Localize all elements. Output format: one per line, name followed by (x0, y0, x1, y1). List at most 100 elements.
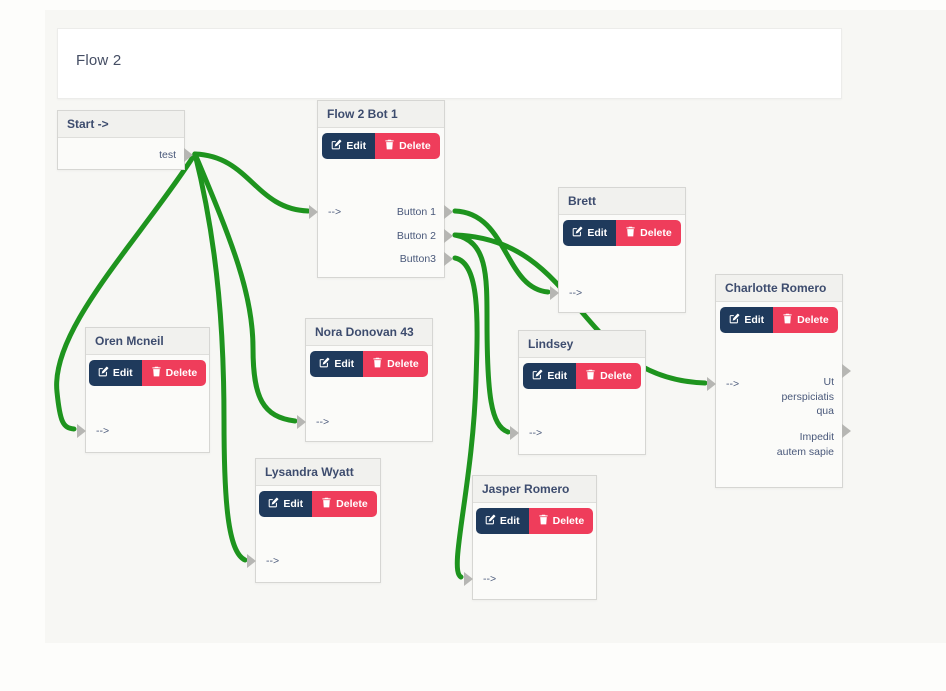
output-connection-handle[interactable] (184, 148, 193, 162)
input-connection-handle[interactable] (247, 554, 256, 568)
edit-pencil-icon (268, 497, 279, 511)
node-input-label: --> (569, 287, 583, 299)
edit-button[interactable]: Edit (322, 133, 376, 159)
edit-pencil-icon (319, 357, 330, 371)
node-title[interactable]: Lysandra Wyatt (256, 459, 380, 486)
node-input-label: --> (266, 555, 280, 567)
delete-button-label: Delete (600, 370, 632, 382)
input-connection-handle[interactable] (297, 415, 306, 429)
edit-button-label: Edit (744, 314, 765, 326)
node-title[interactable]: Flow 2 Bot 1 (318, 101, 444, 128)
delete-button[interactable]: Delete (576, 363, 641, 389)
flow-title: Flow 2 (76, 52, 122, 69)
node-output-label: Button 1 (396, 206, 436, 218)
edit-pencil-icon (532, 369, 543, 383)
trash-icon (782, 313, 793, 327)
edit-button-label: Edit (112, 367, 133, 379)
node-input-label: --> (529, 427, 543, 439)
node-output-label: test (159, 149, 176, 161)
delete-button[interactable]: Delete (141, 360, 207, 386)
edit-pencil-icon (98, 366, 109, 380)
delete-button[interactable]: Delete (616, 220, 681, 246)
edit-button[interactable]: Edit (259, 491, 313, 517)
output-connection-handle[interactable] (842, 424, 851, 438)
node-actions: Edit Delete (716, 307, 842, 333)
node-title[interactable]: Oren Mcneil (86, 328, 209, 355)
node-input-label: --> (96, 425, 110, 437)
delete-button[interactable]: Delete (363, 351, 428, 377)
edit-button-label: Edit (587, 227, 608, 239)
node-title[interactable]: Nora Donovan 43 (306, 319, 432, 346)
node-actions: Edit Delete (473, 508, 596, 534)
edit-button-label: Edit (346, 140, 367, 152)
output-connection-handle[interactable] (842, 364, 851, 378)
edit-button-label: Edit (334, 358, 355, 370)
node-actions: Edit Delete (318, 133, 444, 159)
delete-button-label: Delete (797, 314, 829, 326)
edit-pencil-icon (729, 313, 740, 327)
delete-button[interactable]: Delete (528, 508, 594, 534)
trash-icon (625, 226, 636, 240)
edit-pencil-icon (485, 514, 496, 528)
input-connection-handle[interactable] (550, 286, 559, 300)
delete-button[interactable]: Delete (375, 133, 440, 159)
node-actions: Edit Delete (306, 351, 432, 377)
output-connection-handle[interactable] (444, 229, 453, 243)
edit-button[interactable]: Edit (310, 351, 364, 377)
node-actions: Edit Delete (559, 220, 685, 246)
node-output-label: Ut perspiciatis qua (781, 376, 834, 417)
trash-icon (151, 366, 162, 380)
edit-pencil-icon (331, 139, 342, 153)
trash-icon (321, 497, 332, 511)
edit-button[interactable]: Edit (563, 220, 617, 246)
delete-button-label: Delete (399, 140, 431, 152)
input-connection-handle[interactable] (707, 377, 716, 391)
edit-button[interactable]: Edit (475, 508, 529, 534)
input-connection-handle[interactable] (77, 424, 86, 438)
trash-icon (538, 514, 549, 528)
delete-button-label: Delete (640, 227, 672, 239)
node-title[interactable]: Charlotte Romero (716, 275, 842, 302)
trash-icon (384, 139, 395, 153)
edit-button[interactable]: Edit (523, 363, 577, 389)
edit-button-label: Edit (499, 515, 520, 527)
delete-button-label: Delete (387, 358, 419, 370)
node-title[interactable]: Start -> (58, 111, 184, 138)
trash-icon (372, 357, 383, 371)
edit-button-label: Edit (283, 498, 304, 510)
input-connection-handle[interactable] (309, 205, 318, 219)
edit-button[interactable]: Edit (720, 307, 774, 333)
node-actions: Edit Delete (256, 491, 380, 517)
node-title[interactable]: Jasper Romero (473, 476, 596, 503)
edit-button-label: Edit (547, 370, 568, 382)
edit-pencil-icon (572, 226, 583, 240)
flow-node-start[interactable]: Start -> test (57, 110, 193, 170)
node-title[interactable]: Lindsey (519, 331, 645, 358)
delete-button[interactable]: Delete (312, 491, 377, 517)
node-title[interactable]: Brett (559, 188, 685, 215)
node-input-label: --> (483, 573, 497, 585)
delete-button[interactable]: Delete (773, 307, 838, 333)
node-input-label: --> (726, 378, 740, 390)
output-connection-handle[interactable] (444, 205, 453, 219)
delete-button-label: Delete (336, 498, 368, 510)
delete-button-label: Delete (165, 367, 198, 379)
node-input-label: --> (328, 206, 342, 218)
trash-icon (585, 369, 596, 383)
node-actions: Edit Delete (519, 363, 645, 389)
output-connection-handle[interactable] (444, 252, 453, 266)
edit-button[interactable]: Edit (88, 360, 142, 386)
input-connection-handle[interactable] (464, 572, 473, 586)
input-connection-handle[interactable] (510, 426, 519, 440)
node-output-label: Impedit autem sapie (776, 431, 834, 458)
node-output-label: Button3 (399, 253, 436, 265)
